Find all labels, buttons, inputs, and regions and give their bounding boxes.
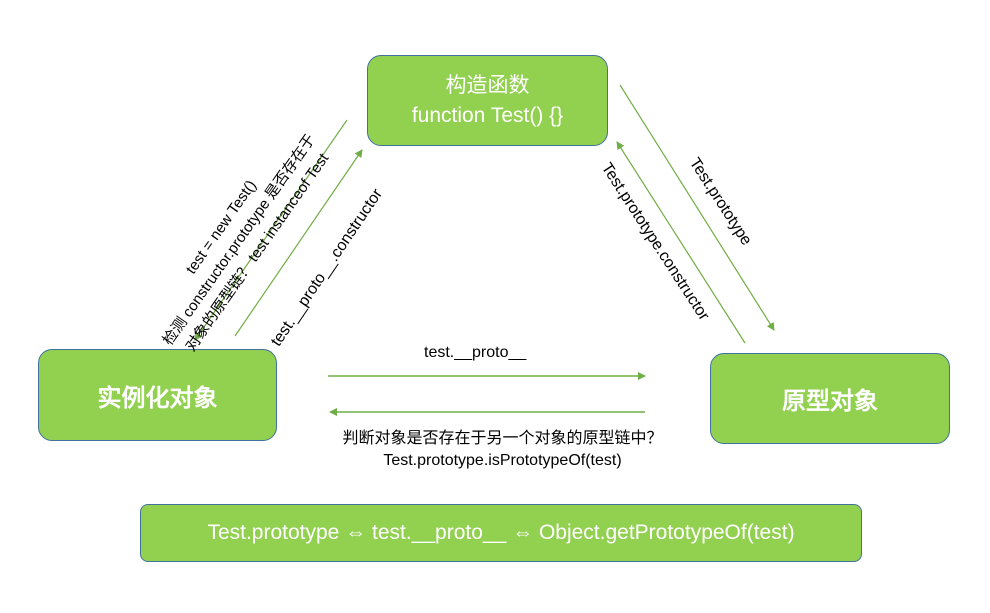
label-instance-to-prototype: test.__proto__ bbox=[424, 344, 527, 361]
instance-node: 实例化对象 bbox=[38, 349, 277, 441]
label-isprototypeof-question: 判断对象是否存在于另一个对象的原型链中？ bbox=[342, 430, 663, 447]
equivalence-text: Test.prototype ⇔ test.__proto__ ⇔ Object… bbox=[207, 521, 795, 544]
constructor-node: 构造函数 function Test() {} bbox=[367, 55, 608, 146]
arrow-instance-to-constructor bbox=[234, 149, 363, 337]
arrow-constructor-to-instance bbox=[194, 119, 348, 341]
arrow-prototype-to-constructor bbox=[616, 141, 746, 344]
label-isprototypeof-code: Test.prototype.isPrototypeOf(test) bbox=[383, 452, 622, 469]
arrow-constructor-to-prototype bbox=[619, 84, 775, 331]
constructor-title: 构造函数 bbox=[445, 73, 530, 97]
prototype-node: 原型对象 bbox=[710, 353, 950, 444]
label-prototype-to-instance: 判断对象是否存在于另一个对象的原型链中？ Test.prototype.isPr… bbox=[300, 428, 705, 472]
prototype-title: 原型对象 bbox=[782, 386, 878, 415]
instance-title: 实例化对象 bbox=[97, 382, 218, 412]
constructor-code: function Test() {} bbox=[411, 103, 564, 127]
equivalence-box: Test.prototype ⇔ test.__proto__ ⇔ Object… bbox=[140, 504, 862, 562]
